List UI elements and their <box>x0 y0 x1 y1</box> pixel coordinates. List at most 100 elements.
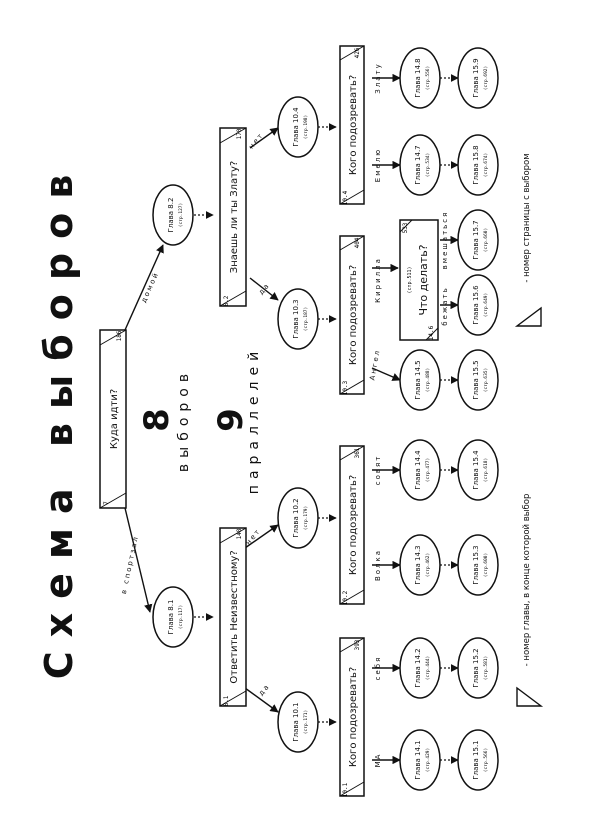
chapter-14-1-page: (стр.429) <box>425 748 431 772</box>
decision-suspect-2-chapter: 10.2 <box>342 590 349 605</box>
decision-suspect-3-chapter: 10.3 <box>342 380 349 395</box>
chapter-8-1-page: (стр.117) <box>178 605 184 629</box>
chapter-14-3-name: Глава 14.3 <box>414 545 422 584</box>
edge-label-domoy: домой <box>140 270 161 304</box>
chapter-15-2: Глава 15.2 (стр.581) <box>457 637 499 699</box>
edge-label-volka: Волка <box>374 549 382 581</box>
chapter-15-9-page: (стр.692) <box>483 66 489 90</box>
decision-unknown: Ответить Неизвестному? 8.1 148 <box>219 527 247 707</box>
chapter-10-2-page: (стр.179) <box>303 506 309 530</box>
decision-suspect-1-page: 393 <box>354 639 361 650</box>
decision-what-to-do-chapter-name: (стр.511) <box>407 266 413 293</box>
decision-suspect-4: Кого подозревать? 10.4 426 <box>339 45 365 205</box>
stat-choices-word: выборов <box>176 368 192 472</box>
chapter-15-5-name: Глава 15.5 <box>472 360 480 399</box>
chapter-14-4: Глава 14.4 (стр.477) <box>399 439 441 501</box>
chapter-10-2-name: Глава 10.2 <box>292 498 300 537</box>
chapter-14-7-name: Глава 14.7 <box>414 145 422 184</box>
edge-zlata-to-10-3 <box>249 277 279 301</box>
stat-choices-number: 8 <box>137 408 177 432</box>
chapter-15-9: Глава 15.9 (стр.692) <box>457 47 499 109</box>
legend-chapter-triangle-icon <box>516 686 544 707</box>
chapter-15-4-name: Глава 15.4 <box>472 450 480 490</box>
chapter-8-2-page: (стр.127) <box>178 203 184 227</box>
chapter-15-1-name: Глава 15.1 <box>472 740 480 779</box>
edge-label-angel: Ангел <box>368 348 381 381</box>
chapter-10-1-page: (стр.171) <box>303 710 309 734</box>
chapter-15-2-page: (стр.581) <box>483 656 489 680</box>
chapter-14-1: Глава 14.1 (стр.429) <box>399 729 441 791</box>
chapter-14-1-name: Глава 14.1 <box>414 740 422 779</box>
chapter-10-3-page: (стр.187) <box>303 307 309 331</box>
chapter-15-5: Глава 15.5 (стр.635) <box>457 349 499 411</box>
chapter-10-2: Глава 10.2 (стр.179) <box>277 487 319 549</box>
decision-suspect-2-question: Кого подозревать? <box>348 475 359 575</box>
chapter-15-7: Глава 15.7 (стр.660) <box>457 209 499 271</box>
decision-suspect-3-question: Кого подозревать? <box>348 265 359 365</box>
edge-label-sovat: совят <box>374 455 382 486</box>
chapter-8-1-name: Глава 8.1 <box>167 600 175 635</box>
edge-label-bezhat: бежать <box>441 286 449 325</box>
chapter-14-2-page: (стр.444) <box>425 656 431 680</box>
decision-root-page: 186 <box>116 330 123 341</box>
chapter-15-7-name: Глава 15.7 <box>472 220 480 259</box>
chapter-15-8-name: Глава 15.8 <box>472 145 480 184</box>
decision-suspect-3: Кого подозревать? 10.3 404 <box>339 235 365 395</box>
decision-what-to-do-page: 533 <box>402 222 409 233</box>
decision-unknown-chapter: 8.1 <box>223 695 230 706</box>
chapter-15-4: Глава 15.4 (стр.618) <box>457 439 499 501</box>
chapter-15-6: Глава 15.6 (стр.649) <box>457 274 499 336</box>
decision-what-to-do-question: Что делать? <box>417 244 430 315</box>
decision-suspect-4-question: Кого подозревать? <box>348 75 359 175</box>
edge-root-to-8-1 <box>124 507 153 613</box>
chapter-15-1: Глава 15.1 (стр.566) <box>457 729 499 791</box>
chapter-15-8-page: (стр.674) <box>483 153 489 177</box>
decision-suspect-2-page: 361 <box>354 447 361 458</box>
chapter-10-4-name: Глава 10.4 <box>292 107 300 147</box>
chapter-14-7-page: (стр.534) <box>425 153 431 177</box>
chapter-10-4-page: (стр.198) <box>303 115 309 139</box>
chapter-14-3: Глава 14.3 (стр.462) <box>399 534 441 596</box>
chapter-15-5-page: (стр.635) <box>483 368 489 392</box>
chapter-10-3-name: Глава 10.3 <box>292 299 300 338</box>
decision-suspect-3-page: 404 <box>354 237 361 248</box>
edge-label-vmeshatsya: вмешаться <box>441 211 449 270</box>
decision-suspect-2: Кого подозревать? 10.2 361 <box>339 445 365 605</box>
chapter-14-4-page: (стр.477) <box>425 458 431 482</box>
chapter-15-6-name: Глава 15.6 <box>472 285 480 325</box>
chapter-8-2: Глава 8.2 (стр.127) <box>152 184 194 246</box>
chapter-14-5: Глава 14.5 (стр.488) <box>399 349 441 411</box>
decision-unknown-page: 148 <box>236 528 243 539</box>
edge-s3-to-14-5 <box>371 367 401 381</box>
chapter-10-1: Глава 10.1 (стр.171) <box>277 691 319 753</box>
chapter-15-7-page: (стр.660) <box>483 228 489 252</box>
chapter-14-3-page: (стр.462) <box>425 553 431 577</box>
chapter-14-5-name: Глава 14.5 <box>414 360 422 399</box>
decision-suspect-4-chapter: 10.4 <box>342 190 349 205</box>
decision-zlata-question: Знаешь ли ты Злату? <box>229 161 240 273</box>
page-title: Схема выборов <box>37 161 81 680</box>
chapter-10-1-name: Глава 10.1 <box>292 702 300 741</box>
decision-zlata: Знаешь ли ты Злату? 8.2 170 <box>219 127 247 307</box>
chapter-10-3: Глава 10.3 (стр.187) <box>277 288 319 350</box>
stat-parallels-word: параллелей <box>246 346 262 494</box>
chapter-14-4-name: Глава 14.4 <box>414 450 422 490</box>
edge-label-sebya: себя <box>374 656 382 681</box>
legend-page-triangle-icon <box>514 306 542 327</box>
decision-zlata-chapter: 8.2 <box>223 295 230 306</box>
edge-zlata-to-10-4 <box>249 127 279 149</box>
legend-page-text: - номер страницы с выбором <box>522 153 532 282</box>
decision-what-to-do: Что делать? (стр.511) 14.6 533 <box>399 219 439 341</box>
decision-root-question: Куда идти? <box>109 389 120 449</box>
edge-label-da-1: да <box>257 682 272 697</box>
chapter-8-2-name: Глава 8.2 <box>167 198 175 233</box>
chapter-15-9-name: Глава 15.9 <box>472 58 480 97</box>
decision-root-chapter: 7 <box>103 501 110 505</box>
legend-chapter-text: - номер главы, в конце которой выбор <box>522 494 532 667</box>
chapter-15-1-page: (стр.566) <box>483 748 489 772</box>
decision-zlata-page: 170 <box>236 128 243 139</box>
chapter-15-3: Глава 15.3 (стр.600) <box>457 534 499 596</box>
chapter-15-3-page: (стр.600) <box>483 553 489 577</box>
decision-unknown-question: Ответить Неизвестному? <box>229 550 240 683</box>
chapter-15-3-name: Глава 15.3 <box>472 545 480 584</box>
